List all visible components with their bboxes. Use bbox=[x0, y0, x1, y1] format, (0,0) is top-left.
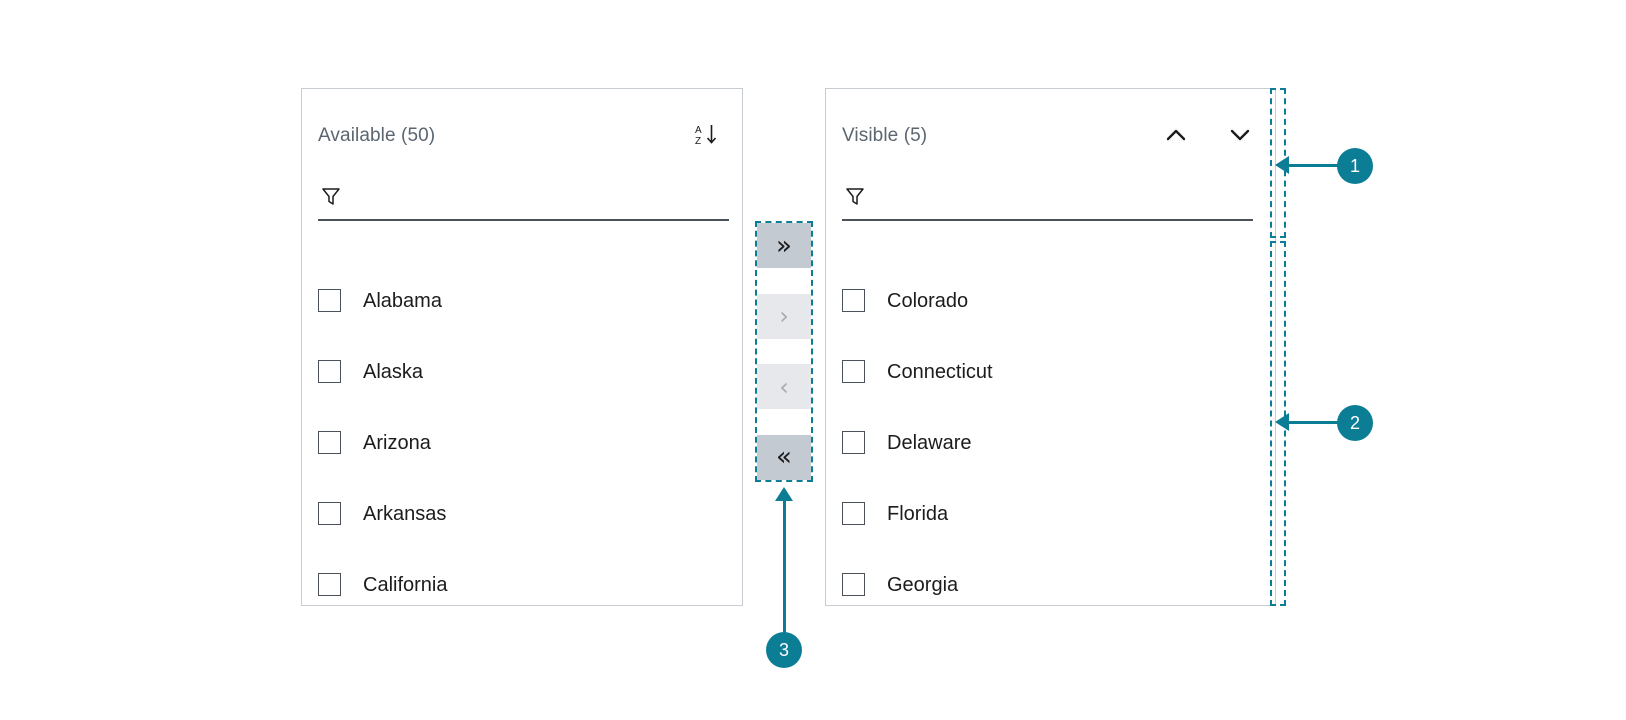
checkbox[interactable] bbox=[318, 502, 341, 525]
list-item-label: Arkansas bbox=[363, 502, 447, 525]
annotation-leader-line-3 bbox=[783, 500, 786, 634]
list-item[interactable]: Arizona bbox=[318, 407, 726, 478]
available-filter-input[interactable] bbox=[354, 183, 729, 209]
move-all-left-icon[interactable]: « bbox=[757, 434, 811, 480]
list-item[interactable]: Arkansas bbox=[318, 478, 726, 549]
funnel-filter-icon bbox=[842, 181, 868, 211]
move-right-icon[interactable]: › bbox=[757, 293, 811, 339]
move-all-right-glyph: » bbox=[776, 230, 792, 261]
checkbox[interactable] bbox=[842, 573, 865, 596]
annotation-arrowhead-3 bbox=[775, 487, 793, 501]
list-item-label: Florida bbox=[887, 502, 949, 525]
available-filter-row bbox=[318, 181, 729, 221]
annotation-leader-line-1 bbox=[1286, 164, 1339, 167]
list-item-label: California bbox=[363, 573, 448, 596]
visible-panel-title: Visible (5) bbox=[842, 124, 928, 146]
move-left-glyph: ‹ bbox=[779, 372, 789, 401]
list-item-label: Arizona bbox=[363, 431, 431, 454]
annotation-arrowhead-2 bbox=[1275, 413, 1289, 431]
annotation-badge-1: 1 bbox=[1337, 148, 1373, 184]
list-item[interactable]: Colorado bbox=[842, 265, 1259, 336]
funnel-filter-icon bbox=[318, 181, 344, 211]
list-item[interactable]: California bbox=[318, 549, 726, 605]
visible-header-actions bbox=[1159, 118, 1257, 152]
svg-text:Z: Z bbox=[695, 136, 701, 147]
chevron-down-icon[interactable] bbox=[1223, 118, 1257, 152]
available-header-actions: A Z bbox=[690, 118, 724, 152]
move-left-icon[interactable]: ‹ bbox=[757, 364, 811, 410]
checkbox[interactable] bbox=[842, 502, 865, 525]
annotation-arrowhead-1 bbox=[1275, 156, 1289, 174]
checkbox[interactable] bbox=[842, 431, 865, 454]
list-item-label: Colorado bbox=[887, 289, 969, 312]
annotation-badge-3: 3 bbox=[766, 632, 802, 668]
checkbox[interactable] bbox=[842, 360, 865, 383]
move-all-left-glyph: « bbox=[776, 442, 792, 473]
available-panel: Available (50) A Z bbox=[301, 88, 743, 606]
list-item-label: Alaska bbox=[363, 360, 424, 383]
list-item[interactable]: Florida bbox=[842, 478, 1259, 549]
list-item-label: Alabama bbox=[363, 289, 442, 312]
checkbox[interactable] bbox=[842, 289, 865, 312]
annotation-badge-2: 2 bbox=[1337, 405, 1373, 441]
list-item-label: Delaware bbox=[887, 431, 972, 454]
list-item[interactable]: Georgia bbox=[842, 549, 1259, 605]
list-item[interactable]: Connecticut bbox=[842, 336, 1259, 407]
checkbox[interactable] bbox=[318, 360, 341, 383]
available-panel-title: Available (50) bbox=[318, 124, 436, 146]
visible-filter-input[interactable] bbox=[878, 183, 1253, 209]
move-right-glyph: › bbox=[779, 302, 789, 331]
available-panel-header: Available (50) A Z bbox=[302, 89, 742, 181]
list-item[interactable]: Alabama bbox=[318, 265, 726, 336]
chevron-up-icon[interactable] bbox=[1159, 118, 1193, 152]
visible-panel: Visible (5) bbox=[825, 88, 1276, 606]
svg-text:A: A bbox=[695, 125, 702, 136]
visible-option-list[interactable]: Colorado Connecticut Delaware Florida Ge… bbox=[826, 249, 1275, 605]
checkbox[interactable] bbox=[318, 573, 341, 596]
list-item-label: Connecticut bbox=[887, 360, 993, 383]
sort-az-descending-icon[interactable]: A Z bbox=[690, 118, 724, 152]
list-item-label: Georgia bbox=[887, 573, 959, 596]
list-item[interactable]: Delaware bbox=[842, 407, 1259, 478]
transfer-button-group: » › ‹ « bbox=[757, 223, 811, 480]
visible-filter-row bbox=[842, 181, 1253, 221]
available-option-list[interactable]: Alabama Alaska Arizona Arkansas Californ… bbox=[302, 249, 742, 605]
annotation-leader-line-2 bbox=[1286, 421, 1339, 424]
checkbox[interactable] bbox=[318, 431, 341, 454]
move-all-right-icon[interactable]: » bbox=[757, 223, 811, 268]
checkbox[interactable] bbox=[318, 289, 341, 312]
visible-panel-header: Visible (5) bbox=[826, 89, 1275, 181]
list-item[interactable]: Alaska bbox=[318, 336, 726, 407]
